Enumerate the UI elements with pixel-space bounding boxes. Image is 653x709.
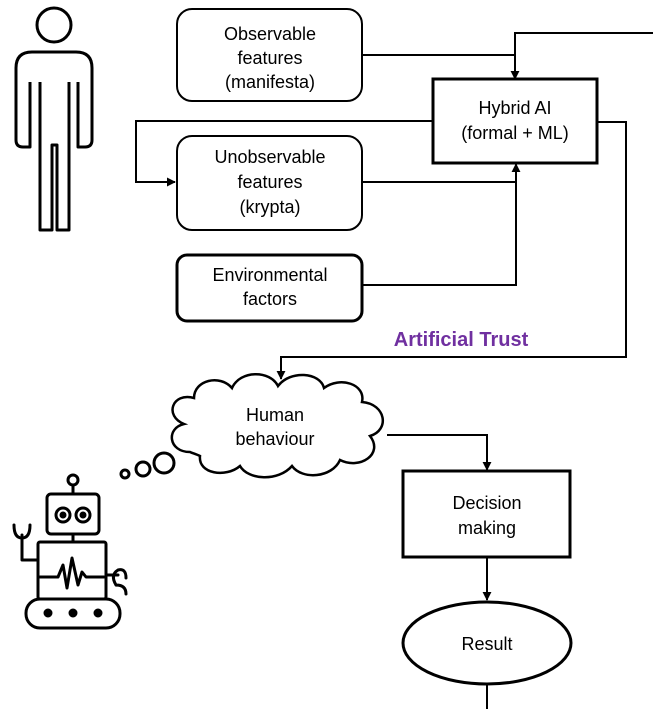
hybrid-ai-line-2: (formal + ML) — [461, 123, 569, 143]
decision-line-2: making — [458, 518, 516, 538]
thought-bubble-dots — [119, 451, 176, 480]
behaviour-to-decision-arrow — [387, 434, 492, 471]
human-behaviour-line-1: Human — [246, 405, 304, 425]
environmental-line-2: factors — [243, 289, 297, 309]
artificial-trust-label: Artificial Trust — [394, 329, 529, 351]
unobservable-features-box: Unobservable features (krypta) — [176, 135, 363, 231]
external-input-arrow — [510, 32, 653, 80]
unobservable-line-2: features — [237, 172, 302, 192]
hybrid-ai-line-1: Hybrid AI — [478, 98, 551, 118]
human-behaviour-cloud: Human behaviour — [170, 373, 385, 479]
connectors — [135, 32, 653, 709]
human-figure-icon — [14, 6, 94, 232]
observable-line-3: (manifesta) — [225, 72, 315, 92]
environmental-line-1: Environmental — [212, 265, 327, 285]
observable-features-box: Observable features (manifesta) — [176, 8, 363, 102]
observable-line-1: Observable — [224, 24, 316, 44]
trust-arrow — [276, 121, 627, 380]
unobservable-line-1: Unobservable — [214, 147, 325, 167]
hybrid-ai-box: Hybrid AI (formal + ML) — [431, 77, 599, 165]
decision-making-box: Decision making — [401, 469, 572, 559]
human-behaviour-line-2: behaviour — [235, 429, 314, 449]
robot-icon — [12, 473, 128, 630]
result-ellipse: Result — [401, 600, 573, 686]
environmental-to-hybrid-arrow — [362, 163, 521, 286]
unobservable-line-3: (krypta) — [239, 197, 300, 217]
environmental-factors-box: Environmental factors — [175, 253, 364, 323]
decision-line-1: Decision — [452, 493, 521, 513]
result-label: Result — [461, 634, 512, 654]
hybrid-to-unobservable-arrow — [135, 120, 432, 187]
observable-line-2: features — [237, 48, 302, 68]
